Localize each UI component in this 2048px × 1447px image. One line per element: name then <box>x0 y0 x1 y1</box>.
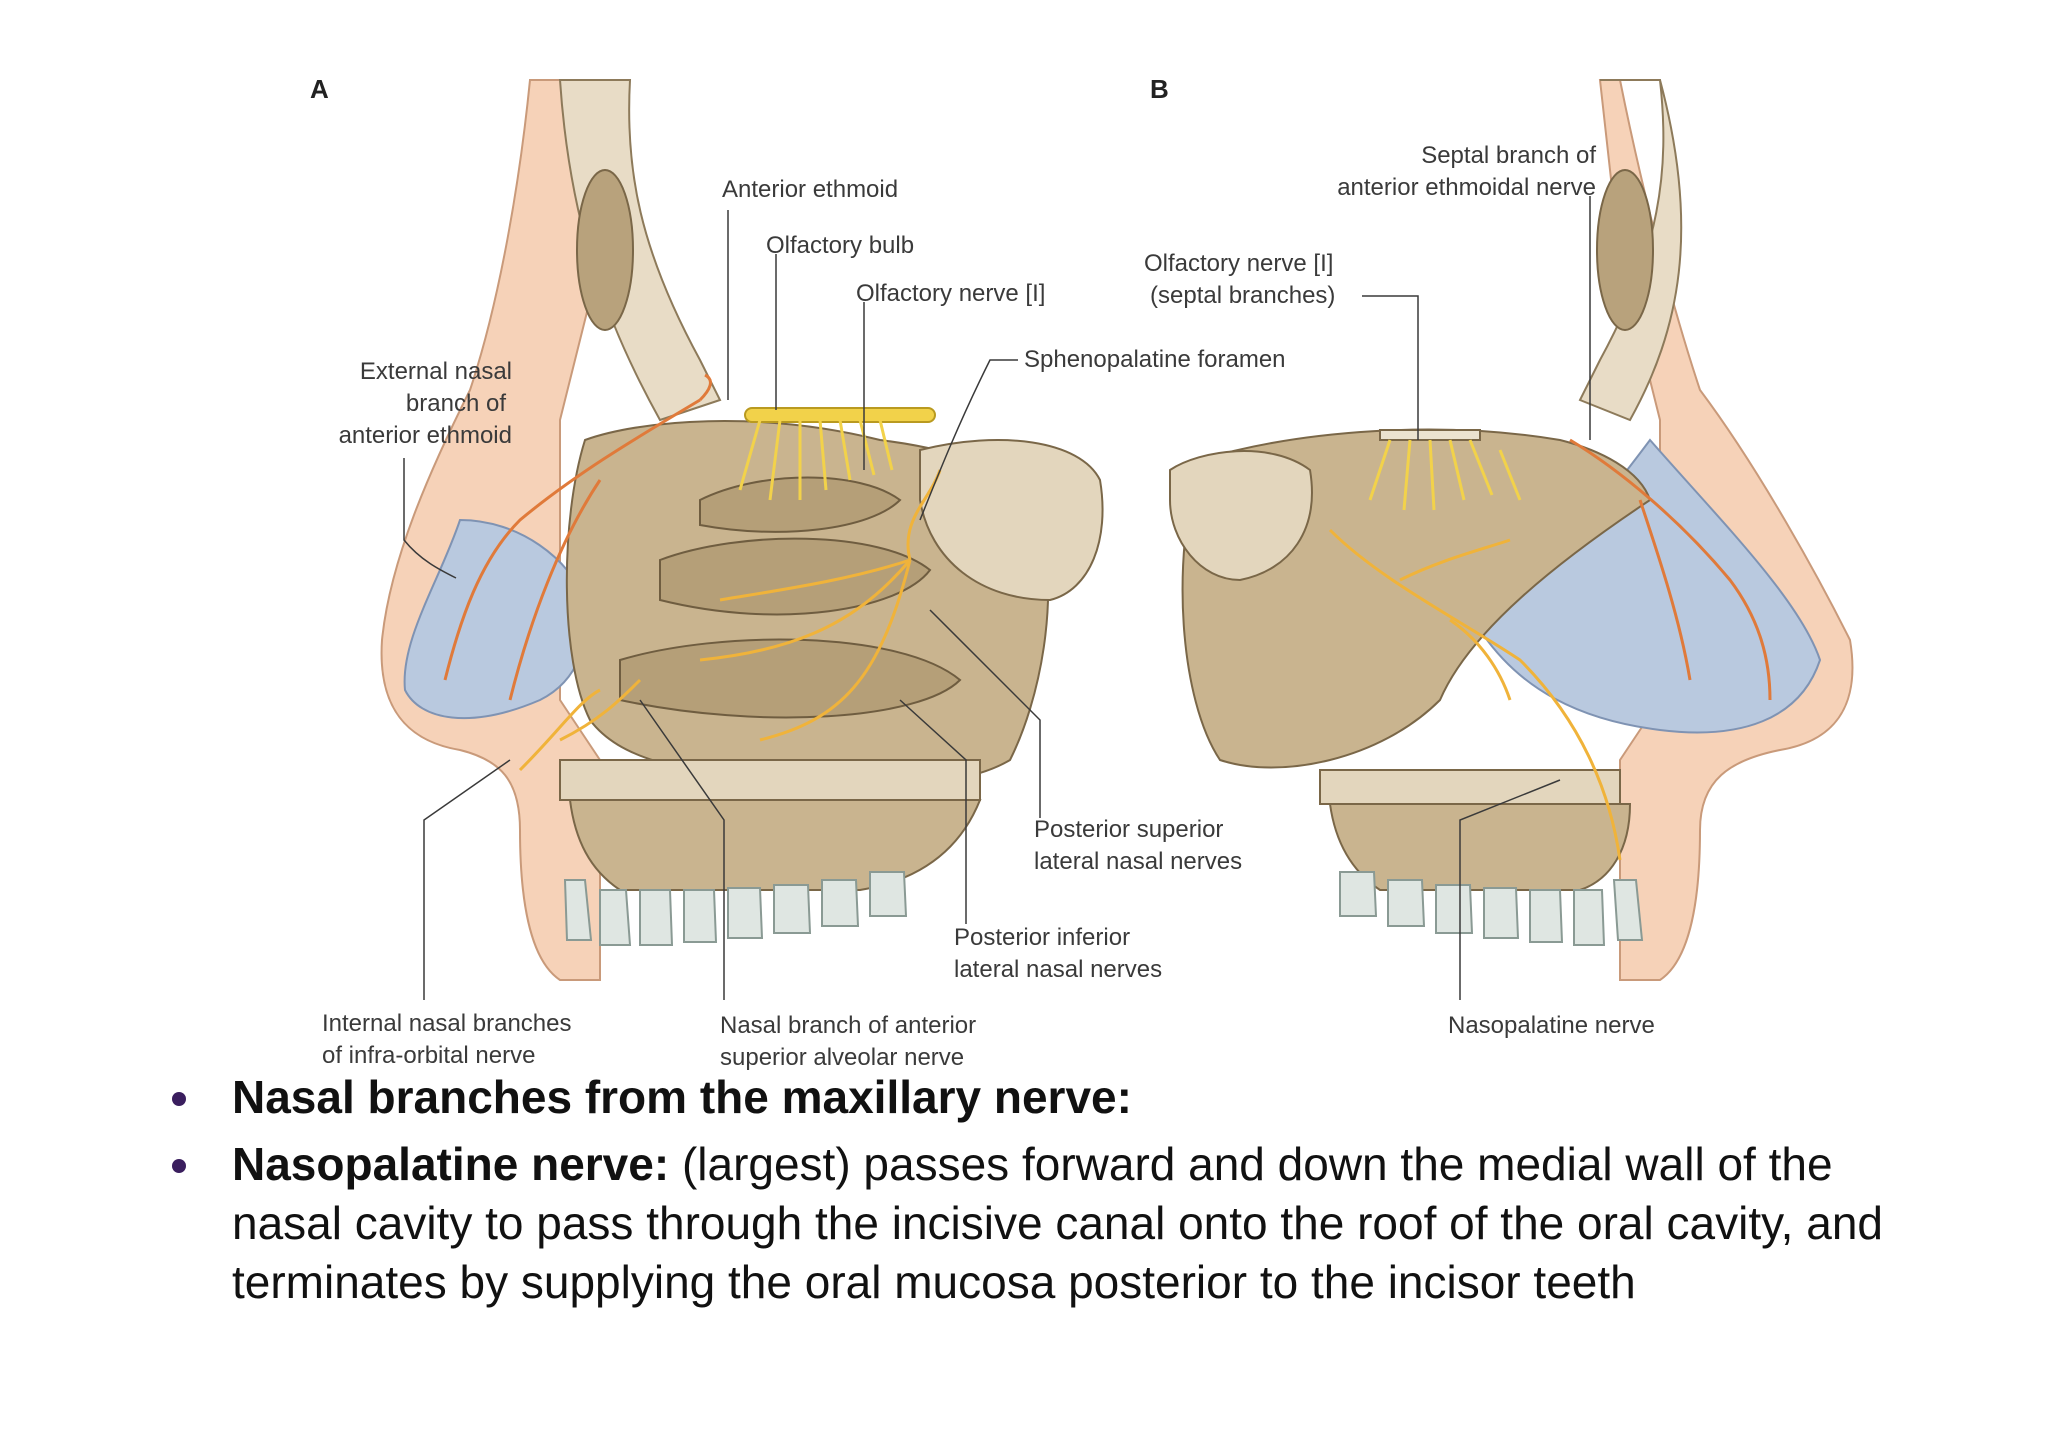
panel-a-palate <box>559 759 981 801</box>
panel-b-olfactory-fibres <box>1368 439 1522 511</box>
label-posterior-superior-line1: Posterior superior <box>1034 816 1224 843</box>
label-internal-nasal-line2: of infra-orbital nerve <box>322 1042 536 1069</box>
label-sphenopalatine-foramen: Sphenopalatine foramen <box>1024 346 1286 373</box>
bullet-dot <box>172 1159 186 1173</box>
panel-a-middle-concha <box>659 537 932 616</box>
panel-b-teeth <box>1339 871 1644 946</box>
panel-b-drawing <box>1169 79 1854 981</box>
label-posterior-inferior-line2: lateral nasal nerves <box>954 956 1163 983</box>
label-external-nasal-line3: anterior ethmoid <box>338 422 512 449</box>
label-nasopalatine-nerve: Nasopalatine nerve <box>1448 1012 1655 1039</box>
label-olfactory-bulb: Olfactory bulb <box>766 232 915 259</box>
label-nasal-branch-asa-line2: superior alveolar nerve <box>720 1044 965 1071</box>
label-septal-branch-line2: anterior ethmoidal nerve <box>1337 174 1596 201</box>
panel-a-drawing <box>380 79 1104 981</box>
label-olfactory-nerve-a: Olfactory nerve [I] <box>856 280 1046 307</box>
panel-a-sphenoid <box>919 439 1104 602</box>
panel-a-external-nasal-nerve <box>443 373 712 701</box>
bullet-dot <box>172 1092 186 1106</box>
panel-b-nasopalatine-nerve <box>1328 528 1622 861</box>
panel-a-frontal-sinus <box>576 169 634 331</box>
panel-a-olfactory-bulb <box>744 407 936 423</box>
nasal-nerves-figure: A B Anterior ethmoid Olfactory bulb Olfa… <box>310 74 1854 1071</box>
label-olfactory-septal-line2: (septal branches) <box>1150 282 1336 309</box>
label-posterior-inferior-line1: Posterior inferior <box>954 924 1131 951</box>
label-internal-nasal-line1: Internal nasal branches <box>322 1010 572 1037</box>
panel-b-septal-ethmoidal-nerve <box>1569 438 1772 701</box>
panel-b-letter: B <box>1150 74 1169 104</box>
label-external-nasal-line1: External nasal <box>359 358 512 385</box>
label-anterior-ethmoid: Anterior ethmoid <box>722 176 899 203</box>
label-external-nasal-line2: branch of <box>405 390 506 417</box>
panel-a-superior-concha <box>699 476 902 533</box>
panel-a-maxilla <box>568 799 982 891</box>
panel-a-cartilage <box>403 518 588 720</box>
bullet-item: Nasal branches from the maxillary nerve: <box>168 1068 1888 1127</box>
panel-a-maxillary-branches <box>518 469 942 772</box>
label-olfactory-septal-line1: Olfactory nerve [I] <box>1144 250 1334 277</box>
bullet-heading: Nasal branches from the maxillary nerve: <box>232 1071 1132 1123</box>
label-nasal-branch-asa-line1: Nasal branch of anterior <box>720 1012 977 1039</box>
anatomy-illustration <box>380 79 1854 1000</box>
panel-b-frontal-sinus <box>1596 169 1654 331</box>
panel-b-cribriform <box>1379 429 1481 441</box>
panel-a-olfactory-fibres <box>738 419 894 501</box>
label-septal-branch-line1: Septal branch of <box>1421 142 1596 169</box>
panel-a-teeth <box>563 871 908 946</box>
label-posterior-superior-line2: lateral nasal nerves <box>1034 848 1243 875</box>
bullet-text: (largest) passes forward and down the me… <box>232 1138 1883 1308</box>
panel-a-letter: A <box>310 74 329 104</box>
panel-b-nasal-bone <box>1578 79 1683 422</box>
leader-lines <box>403 196 1591 1000</box>
panel-b-palate <box>1319 769 1621 805</box>
bullet-heading: Nasopalatine nerve: <box>232 1138 670 1190</box>
bullet-item: Nasopalatine nerve: (largest) passes for… <box>168 1135 1888 1312</box>
bullet-list: Nasal branches from the maxillary nerve:… <box>168 1068 1888 1320</box>
panel-b-sphenoid <box>1169 450 1313 582</box>
